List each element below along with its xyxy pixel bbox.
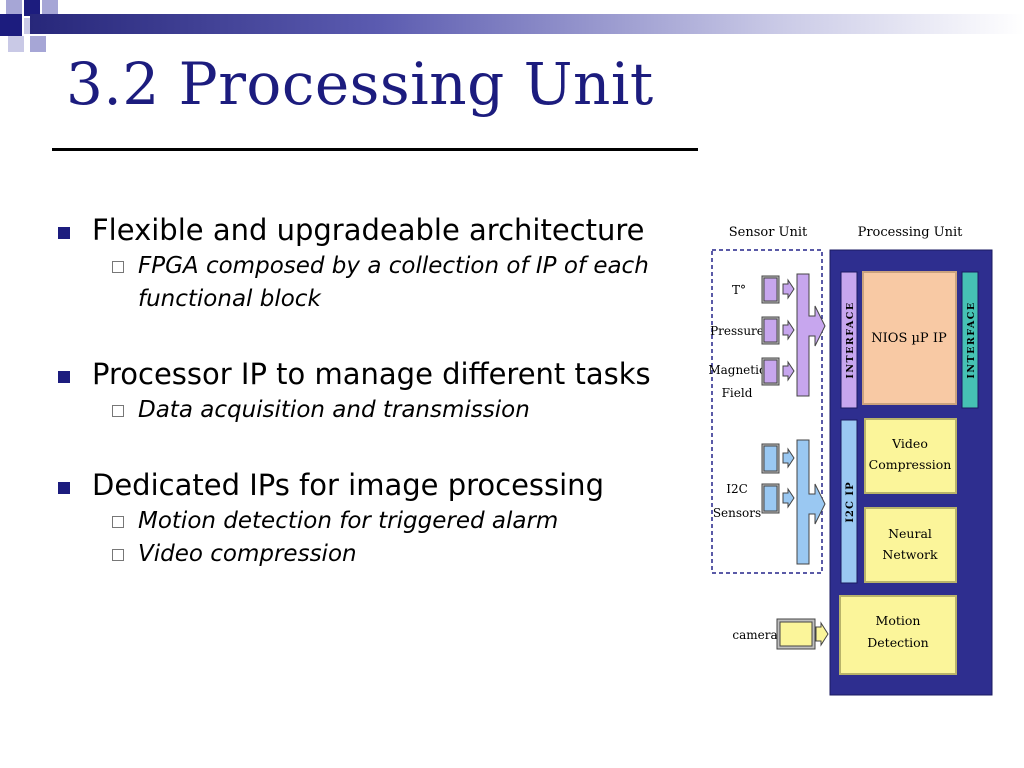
camera-arrow — [815, 621, 829, 647]
motion-detection-label-1: Motion — [876, 613, 921, 628]
camera-label: camera — [732, 628, 777, 642]
slide-title: 3.2 Processing Unit — [66, 50, 654, 118]
neural-network-label-1: Neural — [888, 526, 932, 541]
i2c-ip-block — [840, 419, 858, 584]
processing-unit-header: Processing Unit — [858, 225, 964, 240]
i2c-sensors-label-2: Sensors — [713, 506, 761, 520]
i2c-bus-arrow — [796, 439, 826, 565]
architecture-diagram: Sensor Unit Processing Unit INTERFACE NI… — [705, 212, 1005, 702]
bullet-architecture: Flexible and upgradeable architecture — [56, 210, 666, 250]
interface-right-label: INTERFACE — [966, 301, 977, 378]
interface-left-label: INTERFACE — [845, 301, 856, 378]
i2c-ip-label: I2C IP — [845, 481, 856, 522]
i2c-sensors-label-1: I2C — [726, 482, 748, 496]
video-compression-block — [864, 418, 957, 494]
neural-network-label-2: Network — [882, 547, 938, 562]
magnetic-label-2: Field — [722, 386, 753, 400]
header-gradient-band — [30, 14, 1024, 34]
bullet-dedicated-ips: Dedicated IPs for image processing — [56, 465, 666, 505]
sensor-unit-header: Sensor Unit — [729, 225, 808, 240]
analog-bus-arrow — [796, 273, 826, 397]
i2c-sensor-arrows — [782, 447, 795, 509]
magnetic-label-1: Magnetic — [708, 363, 766, 377]
neural-network-block — [864, 507, 957, 583]
analog-sensor-arrows — [782, 278, 795, 382]
sub-bullet-data-acquisition: Data acquisition and transmission — [56, 394, 666, 427]
interface-right-block — [961, 271, 979, 409]
nios-block — [862, 271, 957, 405]
bullet-processor-ip: Processor IP to manage different tasks — [56, 354, 666, 394]
temperature-label: T° — [732, 283, 746, 297]
sub-bullet-fpga: FPGA composed by a collection of IP of e… — [56, 250, 666, 316]
title-underline — [52, 148, 698, 151]
video-compression-label-2: Compression — [869, 457, 952, 472]
interface-left-block — [840, 271, 858, 409]
nios-label: NIOS µP IP — [871, 331, 947, 346]
sub-bullet-video-compression: Video compression — [56, 538, 666, 571]
video-compression-label-1: Video — [891, 436, 928, 451]
sub-bullet-motion-detection: Motion detection for triggered alarm — [56, 505, 666, 538]
motion-detection-label-2: Detection — [867, 635, 928, 650]
bullet-list: Flexible and upgradeable architecture FP… — [56, 210, 666, 571]
architecture-diagram-svg: Sensor Unit Processing Unit INTERFACE NI… — [708, 225, 993, 696]
analog-sensor-icons — [761, 275, 780, 386]
motion-detection-block — [839, 595, 957, 675]
pressure-label: Pressure — [710, 324, 764, 338]
i2c-sensor-icons — [761, 443, 780, 514]
